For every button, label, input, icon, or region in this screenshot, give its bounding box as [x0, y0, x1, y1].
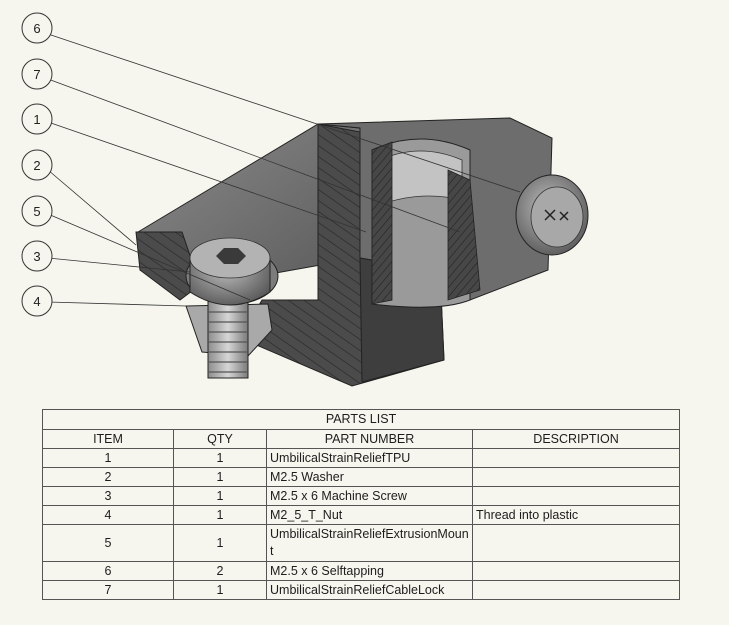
- parts-list-table: PARTS LIST ITEM QTY PART NUMBER DESCRIPT…: [41, 409, 681, 600]
- balloon-4: 4: [21, 285, 53, 317]
- svg-text:5: 5: [33, 204, 40, 219]
- cell-item: 2: [42, 467, 174, 487]
- cell-description: Thread into plastic: [471, 505, 681, 525]
- cell-part-number: UmbilicalStrainReliefCableLock: [266, 580, 473, 600]
- table-row: 3 1 M2.5 x 6 Machine Screw: [42, 486, 681, 506]
- balloon-6: 6: [21, 12, 53, 44]
- cell-description: [471, 448, 681, 468]
- cell-item: 5: [42, 524, 174, 562]
- svg-text:1: 1: [33, 112, 40, 127]
- machine-screw-part: [185, 237, 279, 379]
- cell-part-number: M2.5 Washer: [266, 467, 473, 487]
- header-part-number: PART NUMBER: [266, 429, 473, 449]
- strain-relief-tpu-part: [371, 138, 481, 308]
- cable-lock-part: [371, 141, 393, 305]
- cell-description: [471, 580, 681, 600]
- cell-item: 6: [42, 561, 174, 581]
- cell-qty: 1: [173, 524, 267, 562]
- table-row: 4 1 M2_5_T_Nut Thread into plastic: [42, 505, 681, 525]
- svg-text:3: 3: [33, 249, 40, 264]
- table-row: 6 2 M2.5 x 6 Selftapping: [42, 561, 681, 581]
- cell-part-number: M2.5 x 6 Machine Screw: [266, 486, 473, 506]
- table-row: 1 1 UmbilicalStrainReliefTPU: [42, 448, 681, 468]
- assembly-drawing: 6 7 1 2 5 3 4: [21, 12, 589, 387]
- cell-description: [471, 561, 681, 581]
- leader-lines: [47, 33, 521, 307]
- balloon-1: 1: [21, 103, 53, 135]
- table-row: 2 1 M2.5 Washer: [42, 467, 681, 487]
- cell-description: [471, 524, 681, 562]
- svg-text:6: 6: [33, 21, 40, 36]
- parts-list-title: PARTS LIST: [41, 409, 681, 430]
- cell-description: [471, 486, 681, 506]
- cell-description: [471, 467, 681, 487]
- balloon-3: 3: [21, 240, 53, 272]
- cell-qty: 1: [173, 505, 267, 525]
- svg-text:7: 7: [33, 67, 40, 82]
- selftapping-screw-part: [515, 174, 589, 256]
- cell-part-number: M2.5 x 6 Selftapping: [266, 561, 473, 581]
- cell-item: 1: [42, 448, 174, 468]
- cell-item: 7: [42, 580, 174, 600]
- svg-text:4: 4: [33, 294, 40, 309]
- header-item: ITEM: [42, 429, 174, 449]
- balloon-7: 7: [21, 58, 53, 90]
- cell-part-number: UmbilicalStrainReliefExtrusionMount: [266, 524, 473, 562]
- header-qty: QTY: [173, 429, 267, 449]
- cell-qty: 2: [173, 561, 267, 581]
- table-row: 7 1 UmbilicalStrainReliefCableLock: [42, 580, 681, 600]
- cell-qty: 1: [173, 486, 267, 506]
- cell-part-number: M2_5_T_Nut: [266, 505, 473, 525]
- table-row: 5 1 UmbilicalStrainReliefExtrusionMount: [42, 524, 681, 562]
- cell-qty: 1: [173, 448, 267, 468]
- cell-qty: 1: [173, 580, 267, 600]
- balloon-5: 5: [21, 195, 53, 227]
- cell-item: 3: [42, 486, 174, 506]
- cell-item: 4: [42, 505, 174, 525]
- header-description: DESCRIPTION: [471, 429, 681, 449]
- cell-part-number: UmbilicalStrainReliefTPU: [266, 448, 473, 468]
- cell-qty: 1: [173, 467, 267, 487]
- svg-text:2: 2: [33, 158, 40, 173]
- balloon-2: 2: [21, 149, 53, 181]
